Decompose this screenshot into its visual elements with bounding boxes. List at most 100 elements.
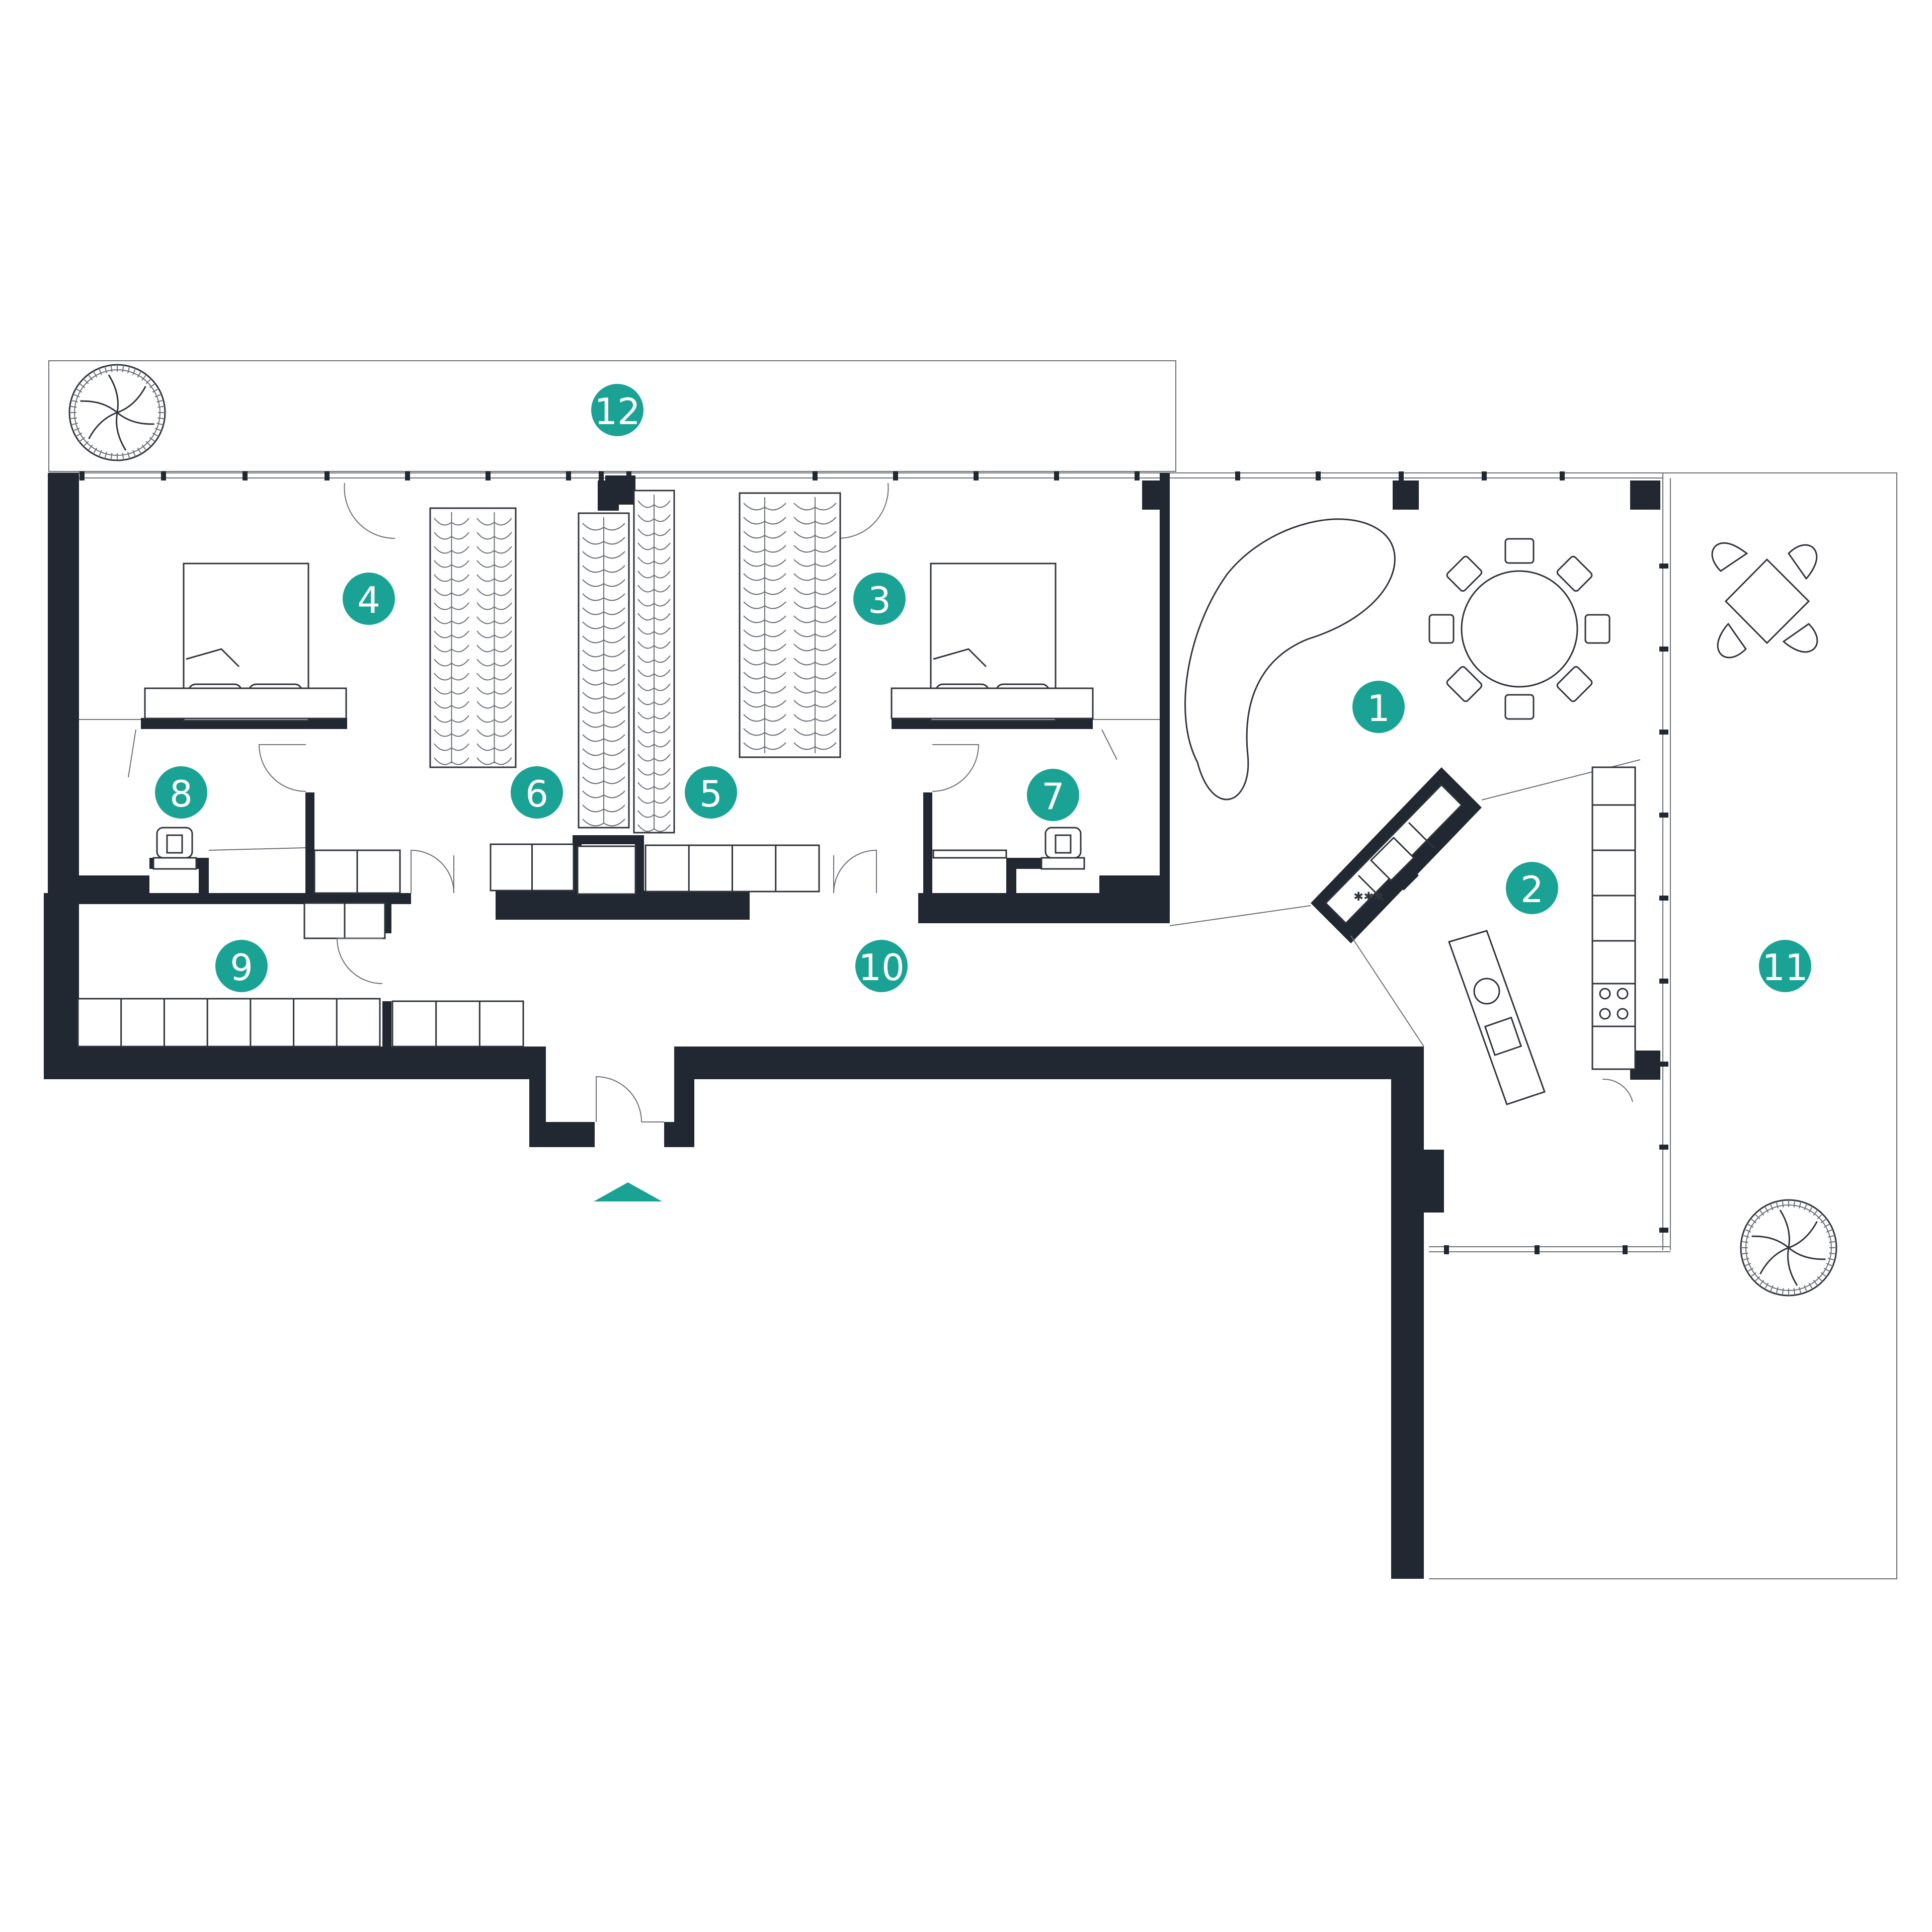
clothes-rack xyxy=(429,507,517,768)
mullion xyxy=(1659,730,1668,735)
chair xyxy=(1446,555,1483,592)
mullion xyxy=(243,471,248,480)
room-marker-2: 2 xyxy=(1506,862,1558,914)
cabinet-row xyxy=(490,843,575,892)
room-marker-12: 12 xyxy=(591,384,643,436)
bed-icon xyxy=(144,562,347,721)
chair xyxy=(1504,538,1535,564)
cabinet-row xyxy=(303,902,386,939)
clothes-rack xyxy=(739,492,841,758)
room-marker-1: 1 xyxy=(1352,681,1405,733)
mullion xyxy=(1659,896,1668,901)
mullion xyxy=(1535,1245,1540,1254)
kitchen-island xyxy=(1448,930,1546,1105)
room-marker-9: 9 xyxy=(215,940,268,992)
mullion xyxy=(813,471,818,480)
mullion xyxy=(974,471,979,480)
mullion xyxy=(1659,564,1668,569)
clothes-rack xyxy=(633,490,675,834)
mullion xyxy=(79,471,85,480)
terrace-right-outline xyxy=(1429,472,1897,1579)
mullion xyxy=(1659,1062,1668,1067)
stove-icon xyxy=(1599,988,1629,1020)
mullion xyxy=(566,471,571,480)
stove-icon: ✱✱✱ xyxy=(1353,890,1384,904)
room-number: 4 xyxy=(357,579,380,621)
chair xyxy=(1428,614,1455,644)
chair xyxy=(1556,666,1593,702)
right-mullions xyxy=(1659,564,1668,1233)
clothes-racks xyxy=(429,490,841,834)
chair xyxy=(1504,694,1535,720)
cabinet-row xyxy=(645,844,820,893)
kitchen-angled-counter: ✱✱✱ xyxy=(1324,783,1463,925)
doors xyxy=(258,482,1633,1122)
sink-icon xyxy=(1484,1016,1522,1057)
mullion xyxy=(1659,813,1668,818)
mullion xyxy=(405,471,410,480)
top-glazing xyxy=(49,472,1663,478)
mullion xyxy=(1399,471,1404,480)
partition-lines xyxy=(79,719,1641,1047)
toilet-icon xyxy=(1040,827,1085,870)
room-number: 7 xyxy=(1041,775,1065,818)
room-marker-7: 7 xyxy=(1027,769,1079,821)
room-number: 11 xyxy=(1762,946,1808,989)
room-number: 5 xyxy=(699,773,722,815)
mullion xyxy=(1659,647,1668,652)
room-marker-11: 11 xyxy=(1759,940,1811,992)
curved-sofa-icon xyxy=(1184,518,1396,800)
square-table-icon xyxy=(1711,542,1818,659)
room-number: 2 xyxy=(1520,868,1544,911)
room-marker-6: 6 xyxy=(511,766,563,819)
cabinet-row xyxy=(313,849,401,894)
mullion xyxy=(1054,471,1059,480)
storage-cabinets xyxy=(77,843,1007,1048)
room-marker-3: 3 xyxy=(853,573,906,625)
toilet-icon xyxy=(152,827,197,870)
bottom-mullions xyxy=(1444,1245,1628,1254)
entrance-arrow-icon xyxy=(594,1182,662,1201)
mullion xyxy=(1560,471,1565,480)
round-dining-table-icon xyxy=(1428,538,1611,720)
room-marker-4: 4 xyxy=(343,573,395,625)
room-number: 9 xyxy=(230,946,253,989)
mullion xyxy=(599,471,604,480)
mullion xyxy=(1482,471,1487,480)
room-number: 6 xyxy=(525,773,548,815)
mullion xyxy=(1235,471,1240,480)
room-number: 12 xyxy=(594,390,640,433)
tree-icon xyxy=(68,364,166,461)
chair xyxy=(1556,555,1593,592)
mullion xyxy=(1623,1245,1628,1254)
top-mullions xyxy=(79,471,1565,480)
mullion xyxy=(1316,471,1321,480)
cabinet-row xyxy=(77,998,381,1048)
chair xyxy=(1446,666,1483,702)
tree-icon xyxy=(1740,1199,1837,1297)
room-marker-5: 5 xyxy=(685,766,737,819)
mullion xyxy=(1135,471,1140,480)
cabinet-row xyxy=(932,849,1007,859)
mullion xyxy=(1659,1228,1668,1233)
kitchen-counter xyxy=(1591,766,1636,1070)
room-number: 1 xyxy=(1367,687,1390,730)
mullion xyxy=(1659,1145,1668,1150)
cabinet-row xyxy=(577,845,636,895)
mullion xyxy=(893,471,898,480)
cabinet-row xyxy=(391,1000,524,1048)
mullion xyxy=(486,471,491,480)
clothes-rack xyxy=(578,512,630,829)
room-number: 10 xyxy=(858,946,905,989)
bed-icon xyxy=(891,562,1094,721)
room-marker-8: 8 xyxy=(155,766,207,819)
chair xyxy=(1584,614,1611,644)
mullion xyxy=(1659,979,1668,984)
mullion xyxy=(161,471,166,480)
terrace-top-outline xyxy=(48,360,1176,472)
room-marker-10: 10 xyxy=(855,940,908,992)
mullion xyxy=(1444,1245,1449,1254)
room-number: 8 xyxy=(170,773,193,815)
